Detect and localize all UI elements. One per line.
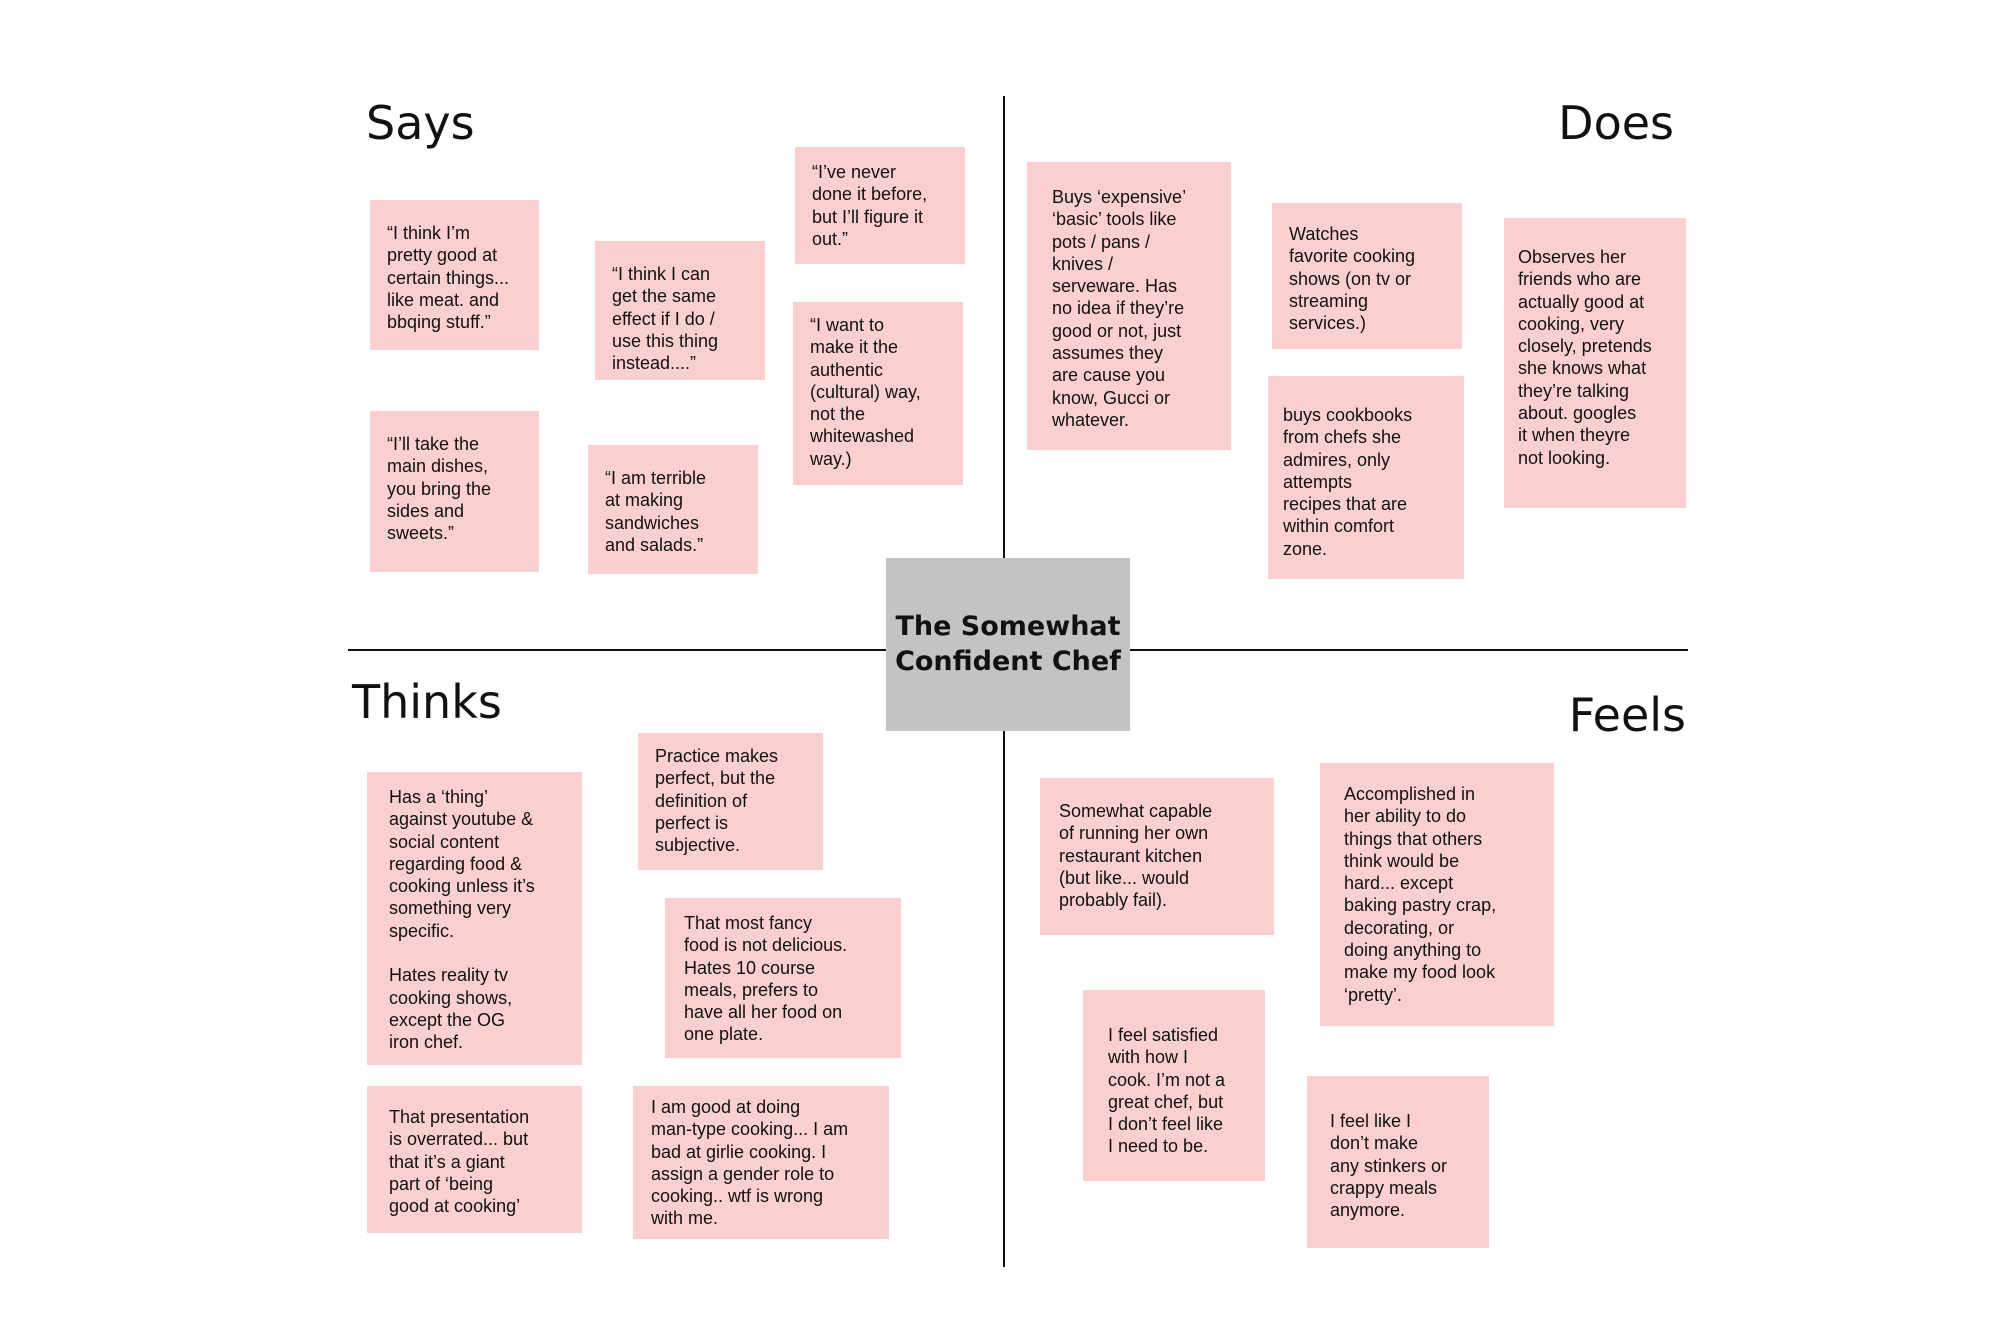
feels-title: Feels bbox=[1568, 688, 1686, 742]
note-text: That presentation is overrated... but th… bbox=[389, 1107, 530, 1217]
does-title: Does bbox=[1558, 96, 1674, 150]
feels-note: I feel satisfied with how I cook. I’m no… bbox=[1083, 990, 1265, 1181]
says-note: “I want to make it the authentic (cultur… bbox=[793, 302, 963, 485]
note-text: Watches favorite cooking shows (on tv or… bbox=[1289, 224, 1416, 334]
feels-note: Somewhat capable of running her own rest… bbox=[1040, 778, 1274, 935]
note-text: That most fancy food is not delicious. H… bbox=[684, 913, 848, 1045]
persona-box: The Somewhat Confident Chef bbox=[886, 558, 1130, 731]
vertical-divider-bottom bbox=[1003, 731, 1005, 1267]
says-note: “I think I’m pretty good at certain thin… bbox=[370, 200, 539, 350]
thinks-note: That presentation is overrated... but th… bbox=[367, 1086, 582, 1233]
vertical-divider-top bbox=[1003, 96, 1005, 558]
note-text: “I think I’m pretty good at certain thin… bbox=[387, 223, 510, 333]
does-note: Observes her friends who are actually go… bbox=[1504, 218, 1686, 508]
says-note: “I’ll take the main dishes, you bring th… bbox=[370, 411, 539, 572]
note-text: Practice makes perfect, but the definiti… bbox=[655, 746, 779, 856]
feels-note: I feel like I don’t make any stinkers or… bbox=[1307, 1076, 1489, 1248]
note-text: “I am terrible at making sandwiches and … bbox=[605, 468, 707, 555]
note-text: buys cookbooks from chefs she admires, o… bbox=[1283, 405, 1413, 559]
note-text: Buys ‘expensive’ ‘basic’ tools like pots… bbox=[1052, 187, 1187, 430]
note-text: Somewhat capable of running her own rest… bbox=[1059, 801, 1213, 911]
thinks-note: Has a ‘thing’ against youtube & social c… bbox=[367, 772, 582, 1065]
note-text: Accomplished in her ability to do things… bbox=[1344, 784, 1497, 1005]
says-note: “I’ve never done it before, but I’ll fig… bbox=[795, 147, 965, 264]
note-text: I feel satisfied with how I cook. I’m no… bbox=[1108, 1025, 1226, 1157]
thinks-title: Thinks bbox=[352, 675, 502, 729]
note-text: I am good at doing man-type cooking... I… bbox=[651, 1097, 849, 1229]
does-note: buys cookbooks from chefs she admires, o… bbox=[1268, 376, 1464, 579]
horizontal-divider-left bbox=[348, 649, 886, 651]
says-note: “I am terrible at making sandwiches and … bbox=[588, 445, 758, 574]
note-text: Observes her friends who are actually go… bbox=[1518, 247, 1652, 468]
note-text: “I want to make it the authentic (cultur… bbox=[810, 315, 921, 469]
thinks-note: I am good at doing man-type cooking... I… bbox=[633, 1086, 889, 1239]
persona-title: The Somewhat Confident Chef bbox=[895, 611, 1121, 677]
note-text: “I’ve never done it before, but I’ll fig… bbox=[812, 162, 928, 249]
says-title: Says bbox=[366, 96, 475, 150]
does-note: Watches favorite cooking shows (on tv or… bbox=[1272, 203, 1462, 349]
thinks-note: Practice makes perfect, but the definiti… bbox=[638, 733, 823, 870]
note-text: Has a ‘thing’ against youtube & social c… bbox=[389, 787, 535, 1053]
horizontal-divider-right bbox=[1130, 649, 1688, 651]
note-text: “I think I can get the same effect if I … bbox=[612, 264, 719, 374]
says-note: “I think I can get the same effect if I … bbox=[595, 241, 765, 380]
feels-note: Accomplished in her ability to do things… bbox=[1320, 763, 1554, 1026]
note-text: I feel like I don’t make any stinkers or… bbox=[1330, 1111, 1448, 1221]
does-note: Buys ‘expensive’ ‘basic’ tools like pots… bbox=[1027, 162, 1231, 450]
note-text: “I’ll take the main dishes, you bring th… bbox=[387, 434, 492, 544]
thinks-note: That most fancy food is not delicious. H… bbox=[665, 898, 901, 1058]
